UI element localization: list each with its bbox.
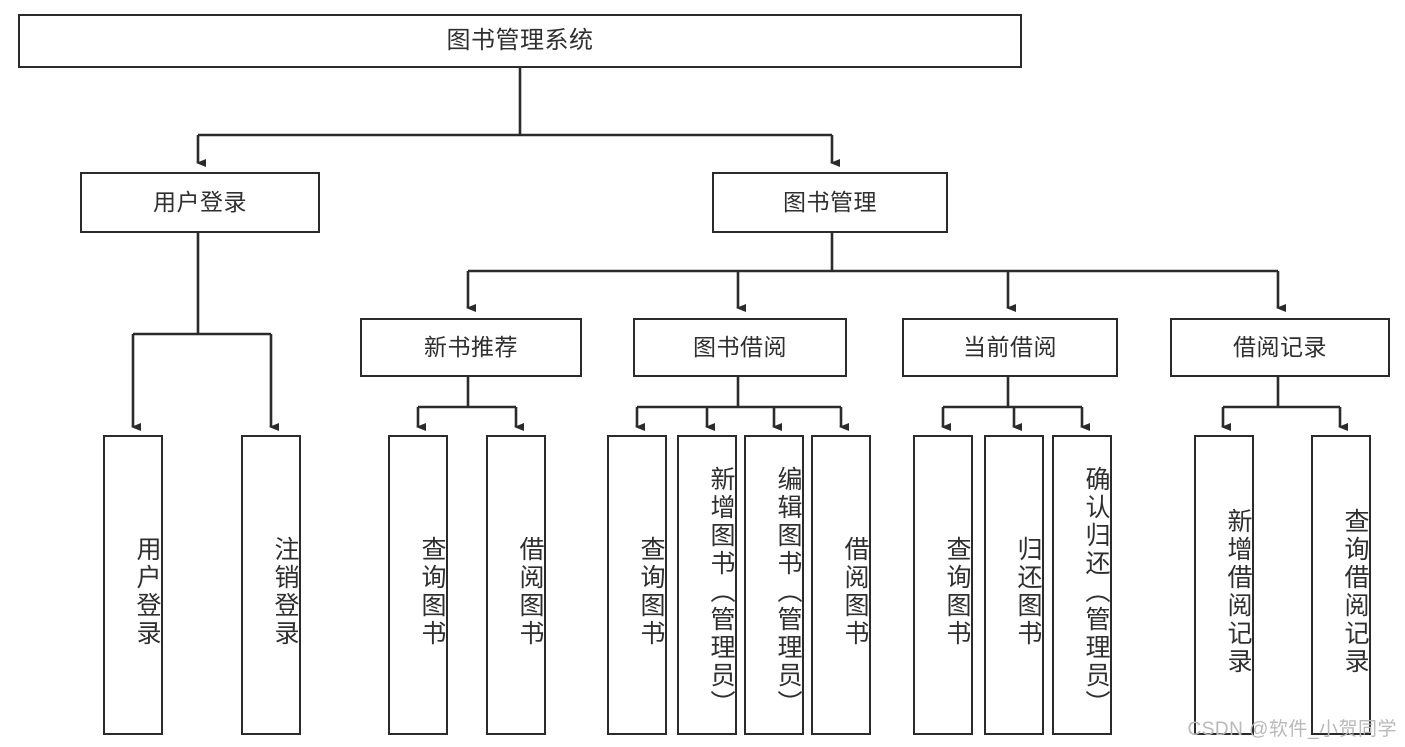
- node-label: 编辑图书（管理员）: [774, 466, 802, 718]
- node-label: 新书推荐: [424, 333, 518, 360]
- node-label: 借阅记录: [1233, 333, 1327, 360]
- leaf-query-borrow-record[interactable]: 查询借阅记录: [1311, 435, 1371, 735]
- node-label: 查询图书: [418, 536, 446, 648]
- node-label: 注销登录: [271, 536, 299, 648]
- leaf-query-book-recommend[interactable]: 查询图书: [388, 435, 448, 735]
- node-user-login[interactable]: 用户登录: [80, 172, 320, 233]
- leaf-query-book-borrow[interactable]: 查询图书: [607, 435, 667, 735]
- node-label: 借阅图书: [516, 536, 544, 648]
- leaf-add-book-admin[interactable]: 新增图书（管理员）: [677, 435, 737, 735]
- csdn-watermark: CSDN @软件_小贺同学: [1187, 719, 1397, 740]
- leaf-confirm-return-admin[interactable]: 确认归还（管理员）: [1052, 435, 1112, 735]
- node-label: 查询图书: [637, 536, 665, 648]
- leaf-add-borrow-record[interactable]: 新增借阅记录: [1194, 435, 1254, 735]
- node-book-manage[interactable]: 图书管理: [712, 172, 948, 233]
- node-label: 查询借阅记录: [1341, 508, 1369, 676]
- node-current-borrow[interactable]: 当前借阅: [902, 318, 1118, 377]
- leaf-edit-book-admin[interactable]: 编辑图书（管理员）: [744, 435, 804, 735]
- node-label: 查询图书: [943, 536, 971, 648]
- leaf-logout-login[interactable]: 注销登录: [241, 435, 301, 735]
- node-borrow-record[interactable]: 借阅记录: [1170, 318, 1390, 377]
- leaf-borrow-book-borrow[interactable]: 借阅图书: [811, 435, 871, 735]
- node-book-borrow[interactable]: 图书借阅: [633, 318, 847, 377]
- leaf-query-book-current[interactable]: 查询图书: [913, 435, 973, 735]
- node-label: 新增借阅记录: [1224, 508, 1252, 676]
- node-label: 图书管理系统: [446, 26, 594, 54]
- leaf-user-login[interactable]: 用户登录: [103, 435, 163, 735]
- node-label: 新增图书（管理员）: [707, 466, 735, 718]
- node-label: 用户登录: [133, 536, 161, 648]
- leaf-borrow-book-recommend[interactable]: 借阅图书: [486, 435, 546, 735]
- node-root-system[interactable]: 图书管理系统: [18, 14, 1022, 68]
- node-label: 当前借阅: [963, 333, 1057, 360]
- node-label: 归还图书: [1014, 536, 1042, 648]
- node-label: 确认归还（管理员）: [1082, 466, 1110, 718]
- node-label: 图书管理: [783, 188, 877, 215]
- node-label: 图书借阅: [693, 333, 787, 360]
- leaf-return-book[interactable]: 归还图书: [984, 435, 1044, 735]
- node-label: 借阅图书: [841, 536, 869, 648]
- node-label: 用户登录: [153, 188, 247, 215]
- node-new-book-recommend[interactable]: 新书推荐: [360, 318, 582, 377]
